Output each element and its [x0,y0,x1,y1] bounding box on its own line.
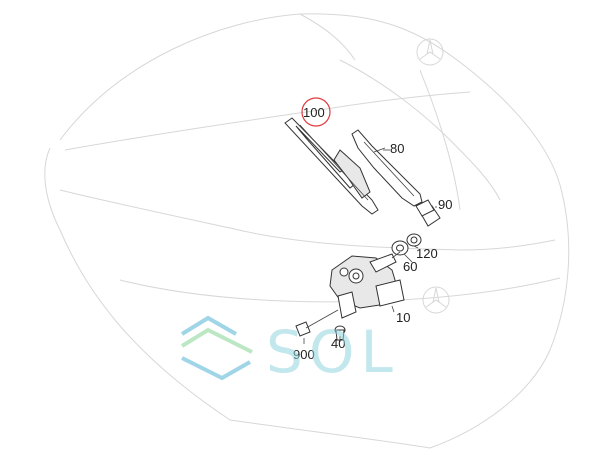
highlight-ring [301,97,331,127]
callout-900: 900 [293,347,315,362]
wiper-arm-part-80 [351,129,423,207]
callout-120: 120 [416,246,438,261]
seal-part-60 [391,240,409,256]
callout-40: 40 [331,336,345,351]
callout-leaders [303,149,437,344]
callout-60: 60 [403,259,417,274]
watermark-text: SOL [266,318,399,386]
connector-part-900 [295,309,339,337]
callout-100: 100 [303,105,325,120]
brand-emblem-top [416,38,444,66]
wiper-blade-part-100 [284,117,379,215]
arm-cap-part-90 [415,199,441,227]
nut-part-120 [406,233,422,247]
watermark-logo [180,315,253,381]
callout-90: 90 [438,197,452,212]
screw-part-40 [334,325,346,341]
wiper-motor-part-10 [329,251,405,319]
callout-10: 10 [396,310,410,325]
brand-emblem-center [422,286,450,314]
callout-80: 80 [390,141,404,156]
